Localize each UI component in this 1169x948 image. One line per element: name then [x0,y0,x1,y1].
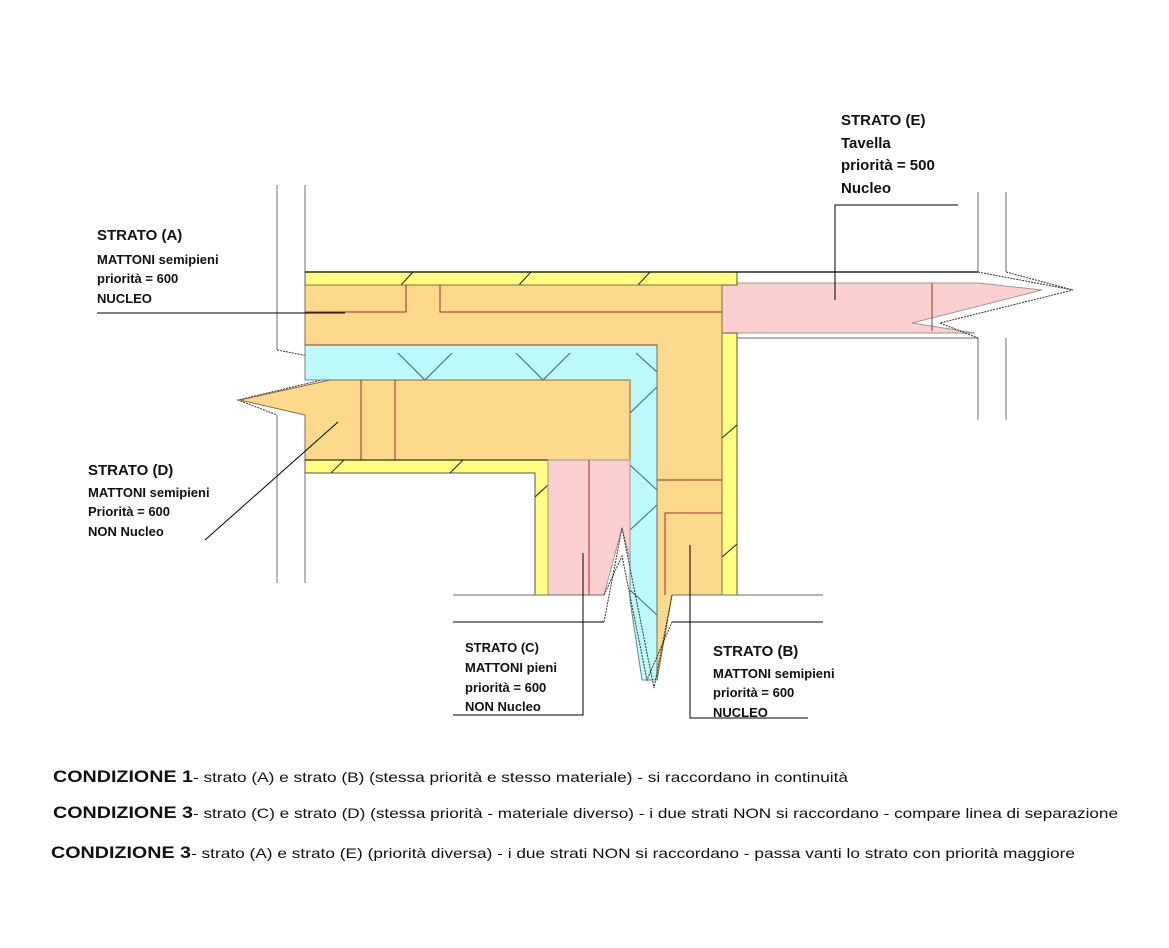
label-strato-a: STRATO (A) MATTONI semipieni priorità = … [97,227,219,306]
condition-2: CONDIZIONE 3 - strato (C) e strato (D) (… [53,803,1118,822]
label-strato-d: STRATO (D) MATTONI semipieni Priorità = … [88,462,210,539]
label-line: Nucleo [841,180,891,197]
label-title: STRATO (D) [88,462,173,479]
label-line: priorità = 600 [97,271,178,286]
leader-lines [97,204,958,719]
label-line: MATTONI semipieni [713,666,835,681]
condition-head: CONDIZIONE 3 [53,803,193,822]
label-line: priorità = 500 [841,157,935,174]
label-line: MATTONI pieni [465,660,557,675]
label-line: NUCLEO [97,291,152,306]
label-strato-b: STRATO (B) MATTONI semipieni priorità = … [713,643,835,720]
condition-3: CONDIZIONE 3 - strato (A) e strato (E) (… [51,843,1075,862]
bottom-break [453,527,823,689]
label-line: MATTONI semipieni [88,485,210,500]
right-plaster-layer [721,332,738,596]
condition-text: - strato (C) e strato (D) (stessa priori… [193,805,1118,821]
layer-a-b-bricks [304,284,723,681]
condition-text: - strato (A) e strato (E) (priorità dive… [191,845,1075,861]
label-line: Priorità = 600 [88,504,170,519]
layer-c-bricks [547,459,631,596]
label-line: NON Nucleo [88,524,164,539]
label-title: STRATO (C) [465,640,539,655]
label-line: MATTONI semipieni [97,252,219,267]
layer-e-tavella [721,271,1074,339]
layer-d-bricks [239,379,631,461]
label-line: NON Nucleo [465,699,541,714]
label-title: STRATO (B) [713,643,798,660]
condition-head: CONDIZIONE 1 [53,767,193,786]
condition-head: CONDIZIONE 3 [51,843,191,862]
label-strato-c: STRATO (C) MATTONI pieni priorità = 600 … [465,640,557,714]
label-title: STRATO (E) [841,112,925,129]
label-title: STRATO (A) [97,227,182,244]
label-strato-e: STRATO (E) Tavella priorità = 500 Nucleo [841,112,935,197]
label-line: priorità = 600 [465,680,546,695]
label-line: priorità = 600 [713,685,794,700]
label-line: Tavella [841,135,891,152]
condition-text: - strato (A) e strato (B) (stessa priori… [193,769,848,785]
condition-1: CONDIZIONE 1 - strato (A) e strato (B) (… [53,767,848,786]
right-wall [737,192,1007,420]
label-line: NUCLEO [713,705,768,720]
